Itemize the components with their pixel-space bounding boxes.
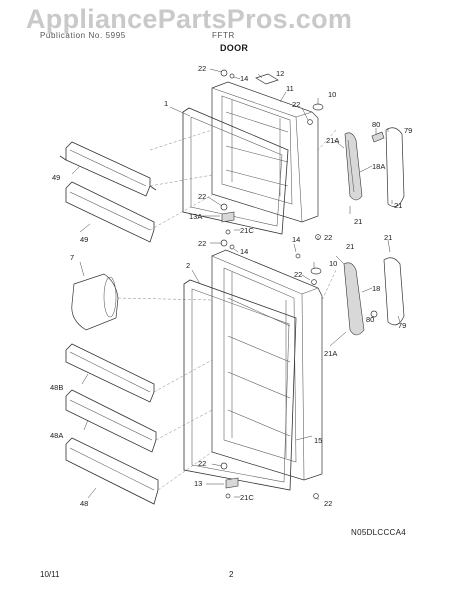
- callout-22: 22: [294, 270, 302, 279]
- screw-22-a: [220, 69, 228, 77]
- callout-13A: 13A: [189, 212, 202, 221]
- freezer-shelf-49-lower: [65, 181, 155, 243]
- callout-12: 12: [276, 69, 284, 78]
- freezer-door-outer-panel: [211, 81, 319, 223]
- plug-14-b: [229, 244, 235, 250]
- screw-22-f: [311, 279, 317, 285]
- callout-48B: 48B: [50, 383, 63, 392]
- callout-11: 11: [286, 84, 294, 93]
- callout-14: 14: [292, 235, 300, 244]
- callout-21: 21: [354, 217, 362, 226]
- callout-21: 21: [346, 242, 354, 251]
- plug-14-a: [229, 73, 235, 79]
- freezer-shelf-49-upper: [59, 141, 157, 197]
- door-shelf-48: [65, 437, 159, 505]
- freezer-handle-18A: [344, 132, 363, 201]
- callout-18A: 18A: [372, 162, 385, 171]
- callout-14: 14: [240, 74, 248, 83]
- callout-1: 1: [164, 99, 168, 108]
- callout-22: 22: [198, 64, 206, 73]
- callout-21A: 21A: [324, 349, 337, 358]
- hinge-13: [225, 477, 239, 489]
- stop-10-a: [312, 103, 324, 111]
- callout-22: 22: [198, 192, 206, 201]
- trim-part-12: [255, 73, 279, 85]
- section-title: DOOR: [220, 43, 249, 53]
- callout-21: 21: [394, 201, 402, 210]
- callout-79: 79: [404, 126, 412, 135]
- screw-22-b: [307, 119, 313, 125]
- footer-date: 10/11: [40, 570, 60, 579]
- fresh-food-handle-cover-79: [383, 257, 405, 326]
- fresh-food-door-liner: [223, 267, 297, 463]
- callout-22: 22: [198, 239, 206, 248]
- callout-22: 22: [292, 100, 300, 109]
- plug-14-c: [295, 253, 301, 259]
- callout-22: 22: [324, 499, 332, 508]
- callout-10: 10: [329, 259, 337, 268]
- drawing-number: N05DLCCCA4: [351, 528, 407, 537]
- callout-80: 80: [372, 120, 380, 129]
- callout-48: 48: [80, 499, 88, 508]
- screw-22-h: [313, 493, 319, 499]
- freezer-door-gasket: [182, 107, 289, 235]
- callout-18: 18: [372, 284, 380, 293]
- callout-7: 7: [70, 253, 74, 262]
- pin-21C-b: [225, 493, 231, 499]
- callout-21C: 21C: [240, 493, 254, 502]
- hinge-cover-80-lower: [370, 310, 378, 318]
- callout-21: 21: [384, 233, 392, 242]
- stop-10-b: [310, 267, 322, 275]
- watermark-logo: AppliancePartsPros.com: [26, 4, 353, 34]
- publication-number: Publication No. 5995: [40, 31, 126, 40]
- hinge-13A: [221, 211, 235, 223]
- pin-21C-a: [225, 229, 231, 235]
- model-number: FFTR: [212, 31, 235, 40]
- callout-49: 49: [52, 173, 60, 182]
- callout-22: 22: [324, 233, 332, 242]
- callout-80: 80: [366, 315, 374, 324]
- door-shelf-48A: [65, 389, 157, 453]
- callout-21C: 21C: [240, 226, 254, 235]
- fresh-food-door-gasket: [183, 279, 297, 491]
- footer-page-number: 2: [229, 570, 234, 579]
- callout-10: 10: [328, 90, 336, 99]
- dairy-bin-7: [71, 273, 119, 331]
- callout-13: 13: [194, 479, 202, 488]
- callout-48A: 48A: [50, 431, 63, 440]
- callout-15: 15: [314, 436, 322, 445]
- door-shelf-48B: [65, 343, 155, 403]
- callout-2: 2: [186, 261, 190, 270]
- callout-21A: 21A: [326, 136, 339, 145]
- callout-49: 49: [80, 235, 88, 244]
- fresh-food-handle-18: [343, 262, 365, 336]
- callout-79: 79: [398, 321, 406, 330]
- screw-22-c: [220, 203, 228, 211]
- callout-22: 22: [198, 459, 206, 468]
- callout-14: 14: [240, 247, 248, 256]
- freezer-handle-cover-79: [385, 127, 405, 207]
- fresh-food-door-outer-panel: [211, 249, 323, 481]
- hinge-cover-80-upper: [371, 131, 385, 143]
